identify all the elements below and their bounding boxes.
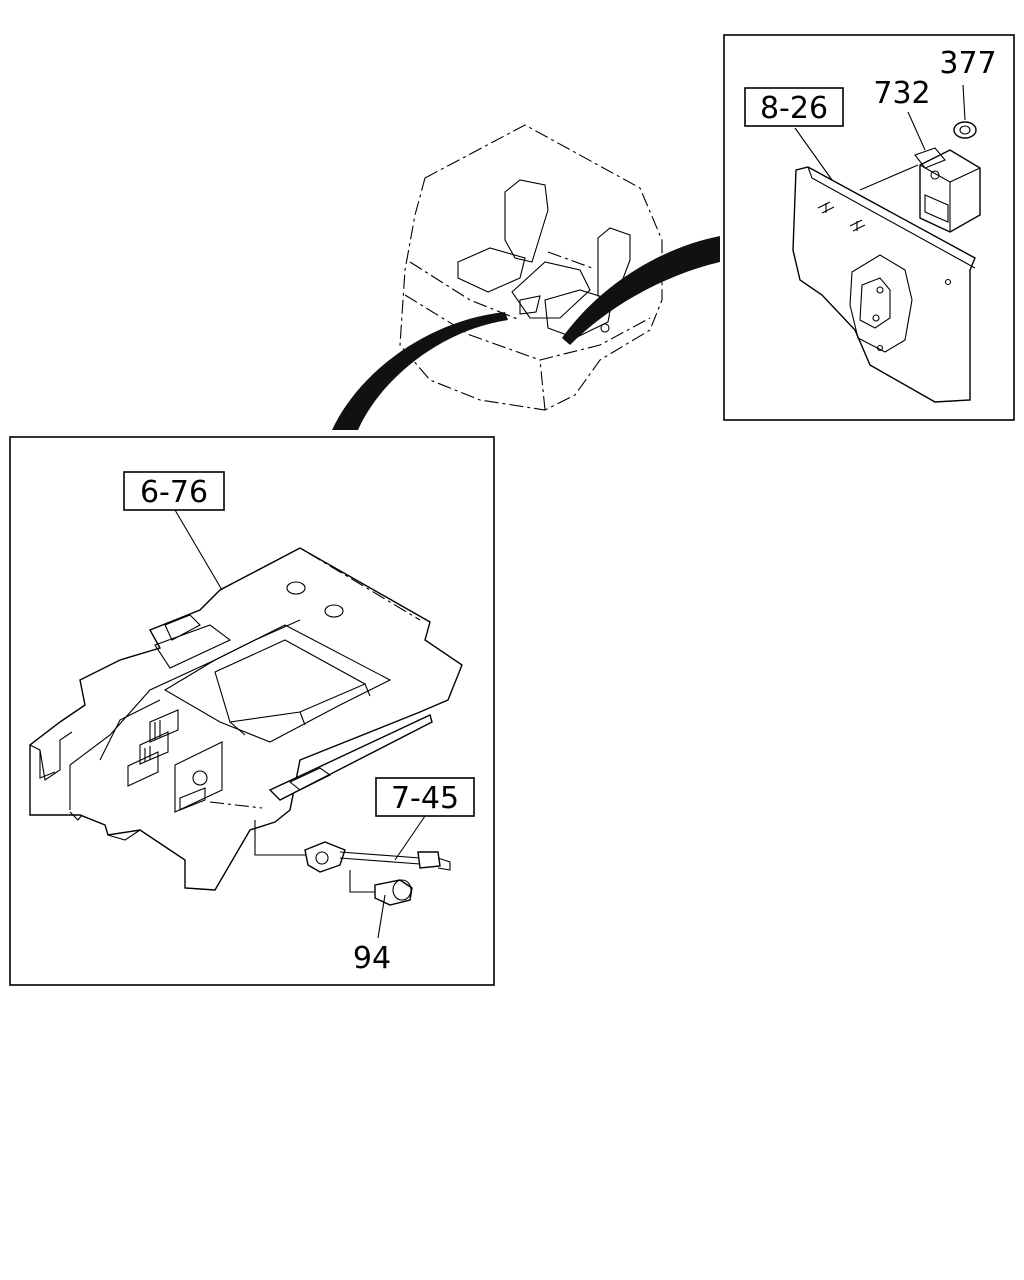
callout-box-7-45 xyxy=(375,777,475,817)
harness-connector xyxy=(254,815,451,873)
cab-overview xyxy=(332,124,720,430)
clip-94 xyxy=(349,870,413,939)
callout-94: 94 xyxy=(353,941,391,976)
console-drawing xyxy=(29,547,463,891)
callout-6-76: 6-76 xyxy=(140,475,208,510)
callout-7-45: 7-45 xyxy=(391,781,459,816)
callout-8-26: 8-26 xyxy=(760,91,828,126)
relay-bracket-drawing xyxy=(792,84,981,403)
relay-bracket-inset xyxy=(723,34,1015,421)
callout-box-8-26 xyxy=(744,87,844,127)
callout-732: 732 xyxy=(873,76,930,111)
callout-377: 377 xyxy=(939,46,996,81)
callout-box-6-76 xyxy=(123,471,225,511)
console-inset xyxy=(9,436,495,986)
